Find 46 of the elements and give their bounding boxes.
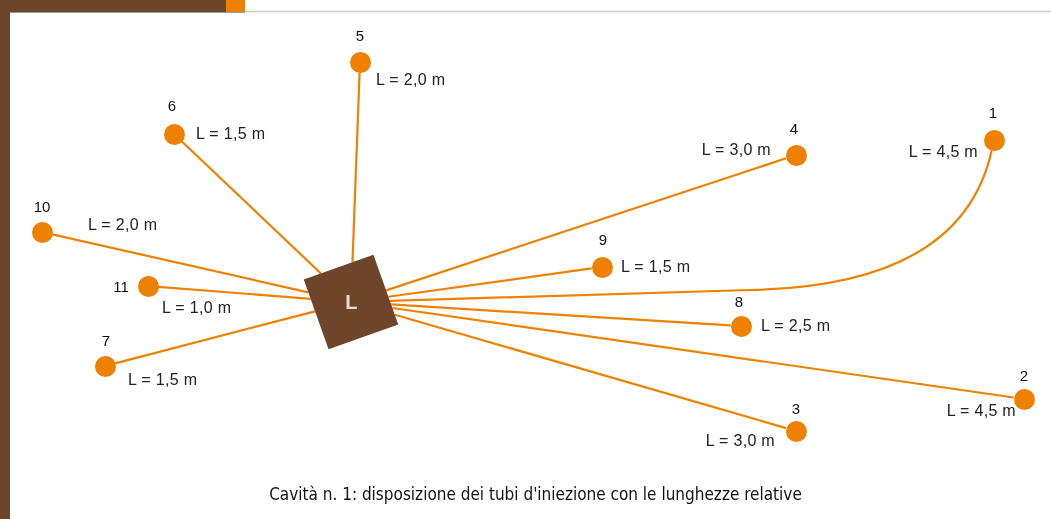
- injection-tube-line: [388, 267, 592, 298]
- injection-tube-line: [394, 313, 787, 430]
- length-label: L = 3,0 m: [705, 432, 775, 450]
- point-number: 6: [167, 97, 177, 115]
- injection-point-dot: [785, 420, 807, 442]
- injection-tube-line: [52, 233, 309, 294]
- injection-point-dot: [730, 315, 752, 337]
- length-label: L = 4,5 m: [908, 143, 978, 161]
- injection-point-dot: [31, 221, 53, 243]
- point-number: 1: [988, 104, 998, 122]
- point-number: 2: [1019, 367, 1029, 385]
- injection-tube-line: [158, 285, 311, 300]
- injection-tube-line: [392, 306, 1014, 399]
- injection-tube-line: [389, 149, 993, 302]
- length-label: L = 1,5 m: [196, 125, 266, 143]
- injection-tube-line: [385, 157, 787, 292]
- point-number: 7: [101, 332, 111, 350]
- point-number: 3: [791, 400, 801, 418]
- injection-point-dot: [349, 51, 371, 73]
- point-number: 10: [33, 198, 51, 216]
- cavity-label: L: [344, 290, 358, 314]
- point-number: 4: [789, 120, 799, 138]
- length-label: L = 2,0 m: [376, 71, 446, 89]
- length-label: L = 4,5 m: [946, 402, 1016, 420]
- length-label: L = 3,0 m: [701, 141, 771, 159]
- injection-tube-line: [391, 303, 731, 327]
- length-label: L = 1,5 m: [128, 371, 198, 389]
- point-number: 8: [734, 293, 744, 311]
- injection-point-dot: [591, 256, 613, 278]
- injection-point-dot: [983, 129, 1005, 151]
- caption: Cavità n. 1: disposizione dei tubi d'iniezione con le lunghezze relative: [269, 484, 802, 504]
- length-label: L = 1,0 m: [162, 299, 232, 317]
- injection-point-dot: [94, 355, 116, 377]
- injection-tube-line: [180, 140, 322, 275]
- injection-point-dot: [785, 144, 807, 166]
- injection-point-dot: [137, 275, 159, 297]
- length-label: L = 1,5 m: [621, 258, 691, 276]
- length-label: L = 2,0 m: [88, 216, 158, 234]
- injection-tube-line: [114, 310, 316, 365]
- injection-tube-line: [351, 72, 361, 263]
- point-number: 11: [113, 278, 129, 296]
- length-label: L = 2,5 m: [761, 317, 831, 335]
- injection-point-dot: [1013, 388, 1035, 410]
- injection-point-dot: [163, 123, 185, 145]
- point-number: 5: [355, 27, 365, 45]
- point-number: 9: [598, 231, 608, 249]
